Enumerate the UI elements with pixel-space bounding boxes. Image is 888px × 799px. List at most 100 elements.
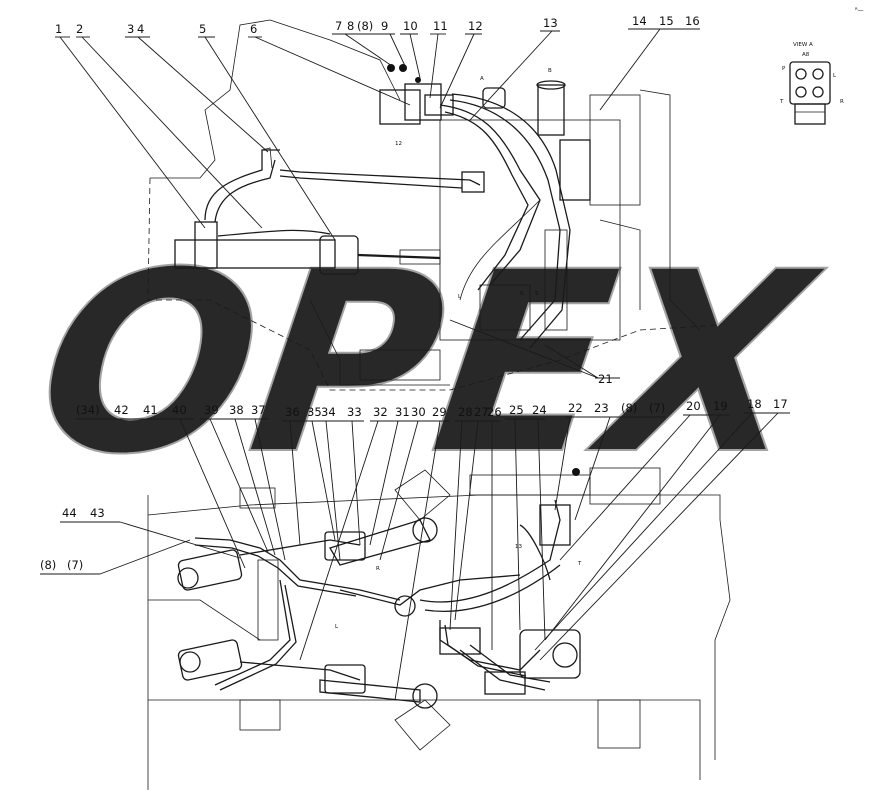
hose-2 [214,159,276,223]
leader-line [544,414,721,641]
port-label: L [833,73,837,79]
callout-25: 25 [509,403,524,417]
leader-line [379,420,419,561]
callout-22: 22 [568,401,583,415]
valve-cap [552,642,578,668]
leader-line [137,36,269,153]
arm-upper [329,519,431,566]
hose-lower-3 [214,579,291,686]
frame-outline-upper [150,19,271,179]
hose-clamp-vertical [544,229,568,331]
callout-28: 28 [458,405,473,419]
bracket-left-top [239,487,276,509]
cylinder-head-lower [324,664,366,694]
pivot-center [394,595,416,617]
hose-lower-9 [459,649,546,691]
view-label: VIEW A [793,42,813,48]
hose-tag: B [548,68,552,74]
hose-lower-11 [519,524,551,581]
hose-5 [217,229,331,237]
valve-body-view [789,61,831,105]
view-a-inset: VIEW A A8 L R P T [779,42,844,125]
leader-line [234,418,276,556]
hose-tag: L [458,294,462,300]
port-label: T [779,99,784,105]
callout-21: 21 [598,372,613,386]
callout-44: 44 [62,506,77,520]
frame-block-mid [359,349,441,381]
callout-14: 14 [632,14,647,28]
leader-line [369,420,399,546]
fitting-dot-3 [415,77,421,83]
leader-line [534,412,753,651]
leader-line [204,36,336,241]
leader-line [554,416,571,511]
leader-line [544,344,599,379]
bracket-vertical [257,559,279,641]
leader-line [559,414,691,561]
port-label: R [840,99,844,105]
callouts-top: 1 2 3 4 5 6 7 8 (8) 9 10 11 12 13 14 15 … [55,14,700,36]
leader-line [469,30,553,121]
priority-valve [559,139,591,201]
hose-bundle-c [449,99,561,341]
bolt [572,468,580,476]
fitting-dot-1 [387,64,395,72]
frame-mid-rail [148,599,261,641]
bracket-left-bottom [239,699,281,731]
steering-unit-top [482,87,506,109]
callout-23: 23 [594,401,609,415]
corner-mark: ᴿ— [855,7,864,14]
callout-31: 31 [395,405,410,419]
leader-line [599,28,661,111]
callout-8-paren-mid: (8) [621,401,637,415]
bracket-right [599,219,641,310]
callout-7-paren-left: (7) [67,558,83,572]
leader-line [344,33,393,67]
leader-line [514,418,521,631]
leader-line [351,420,361,546]
callout-12: 12 [468,19,483,33]
callout-40: 40 [172,403,187,417]
leader-line [539,412,779,661]
callout-16: 16 [685,14,700,28]
hose-3 [279,169,481,186]
leader-line [99,539,191,575]
lower-assembly [147,467,731,790]
bracket-14-16 [589,94,641,206]
callout-8-paren-left: (8) [40,558,56,572]
plate-upper [394,469,451,521]
callout-34-paren: (34) [76,403,100,417]
callout-26: 26 [487,405,502,419]
upper-assembly [147,19,721,391]
callout-2: 2 [76,22,83,36]
cylinder-lower-left [177,639,243,681]
column-13 [537,84,565,136]
hose-tag: 12 [395,141,402,147]
pivot-upper [412,517,438,543]
leader-lines [40,28,790,701]
valve-block-mid [439,627,481,655]
callout-32: 32 [373,405,388,419]
hose-tags: A B 12 L R S 13 T R L [335,68,582,630]
callout-34: 34 [321,405,336,419]
valve-7-8 [379,89,421,125]
hose-bundle-b [444,111,529,291]
callout-41: 41 [143,403,158,417]
callout-20: 20 [686,399,701,413]
callout-24: 24 [532,403,547,417]
callout-15: 15 [659,14,674,28]
callout-10: 10 [403,19,418,33]
leader-line [389,33,407,69]
leader-line [454,420,479,621]
hose-lower-6 [424,564,561,612]
hose-4 [279,175,463,189]
hose-tag: S [535,291,539,297]
steering-cylinder-left [174,239,336,269]
hose-bundle-d [451,93,571,349]
hose-lower-5 [419,499,561,603]
hose-tag: R [520,291,524,297]
hose-lower-2 [194,544,357,597]
callouts-left: 44 43 (8) (7) [40,506,105,572]
leader-line [289,420,301,546]
